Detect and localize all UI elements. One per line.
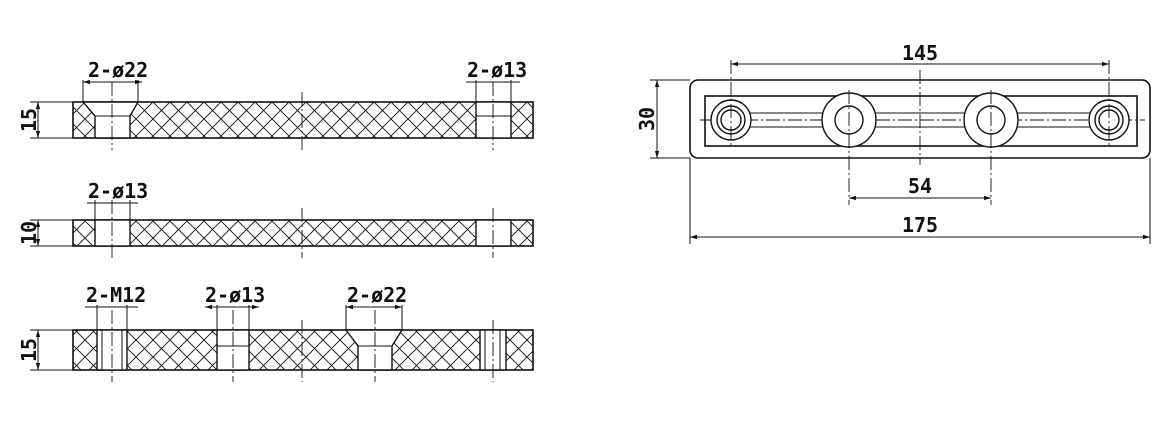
dim-54: 54: [908, 174, 932, 198]
plate-middle-body: [72, 219, 534, 247]
plan-inner-frame: [704, 95, 1138, 147]
plate-top-section: 2-ø22 2-ø13 15: [17, 58, 534, 150]
through-hole-right: [475, 101, 512, 139]
dim-175: 175: [902, 213, 938, 237]
callout-top-right: 2-ø13: [467, 58, 527, 82]
plate-bottom-body: [72, 329, 534, 371]
callout-bottom-m12: 2-M12: [86, 283, 146, 307]
plan-hole-1: [710, 99, 752, 141]
callout-bottom-22: 2-ø22: [347, 283, 407, 307]
through-hole-middle-right: [475, 219, 512, 247]
callout-middle-left: 2-ø13: [88, 179, 148, 203]
through-hole-middle-left: [94, 219, 131, 247]
plate-top-body: [72, 101, 534, 139]
plan-hole-4: [1088, 99, 1130, 141]
plate-middle-section: 2-ø13 10: [17, 179, 534, 258]
callout-bottom-13: 2-ø13: [205, 283, 265, 307]
plate-bottom-section: 2-M12 2-ø13 2-ø22 15: [17, 283, 534, 382]
thickness-middle: 10: [17, 221, 41, 245]
thickness-bottom: 15: [17, 338, 41, 362]
callout-top-left: 2-ø22: [88, 58, 148, 82]
plan-view: 145 30 54 175: [635, 41, 1151, 244]
dim-30: 30: [635, 107, 659, 131]
dim-145: 145: [902, 41, 938, 65]
thickness-top: 15: [17, 108, 41, 132]
